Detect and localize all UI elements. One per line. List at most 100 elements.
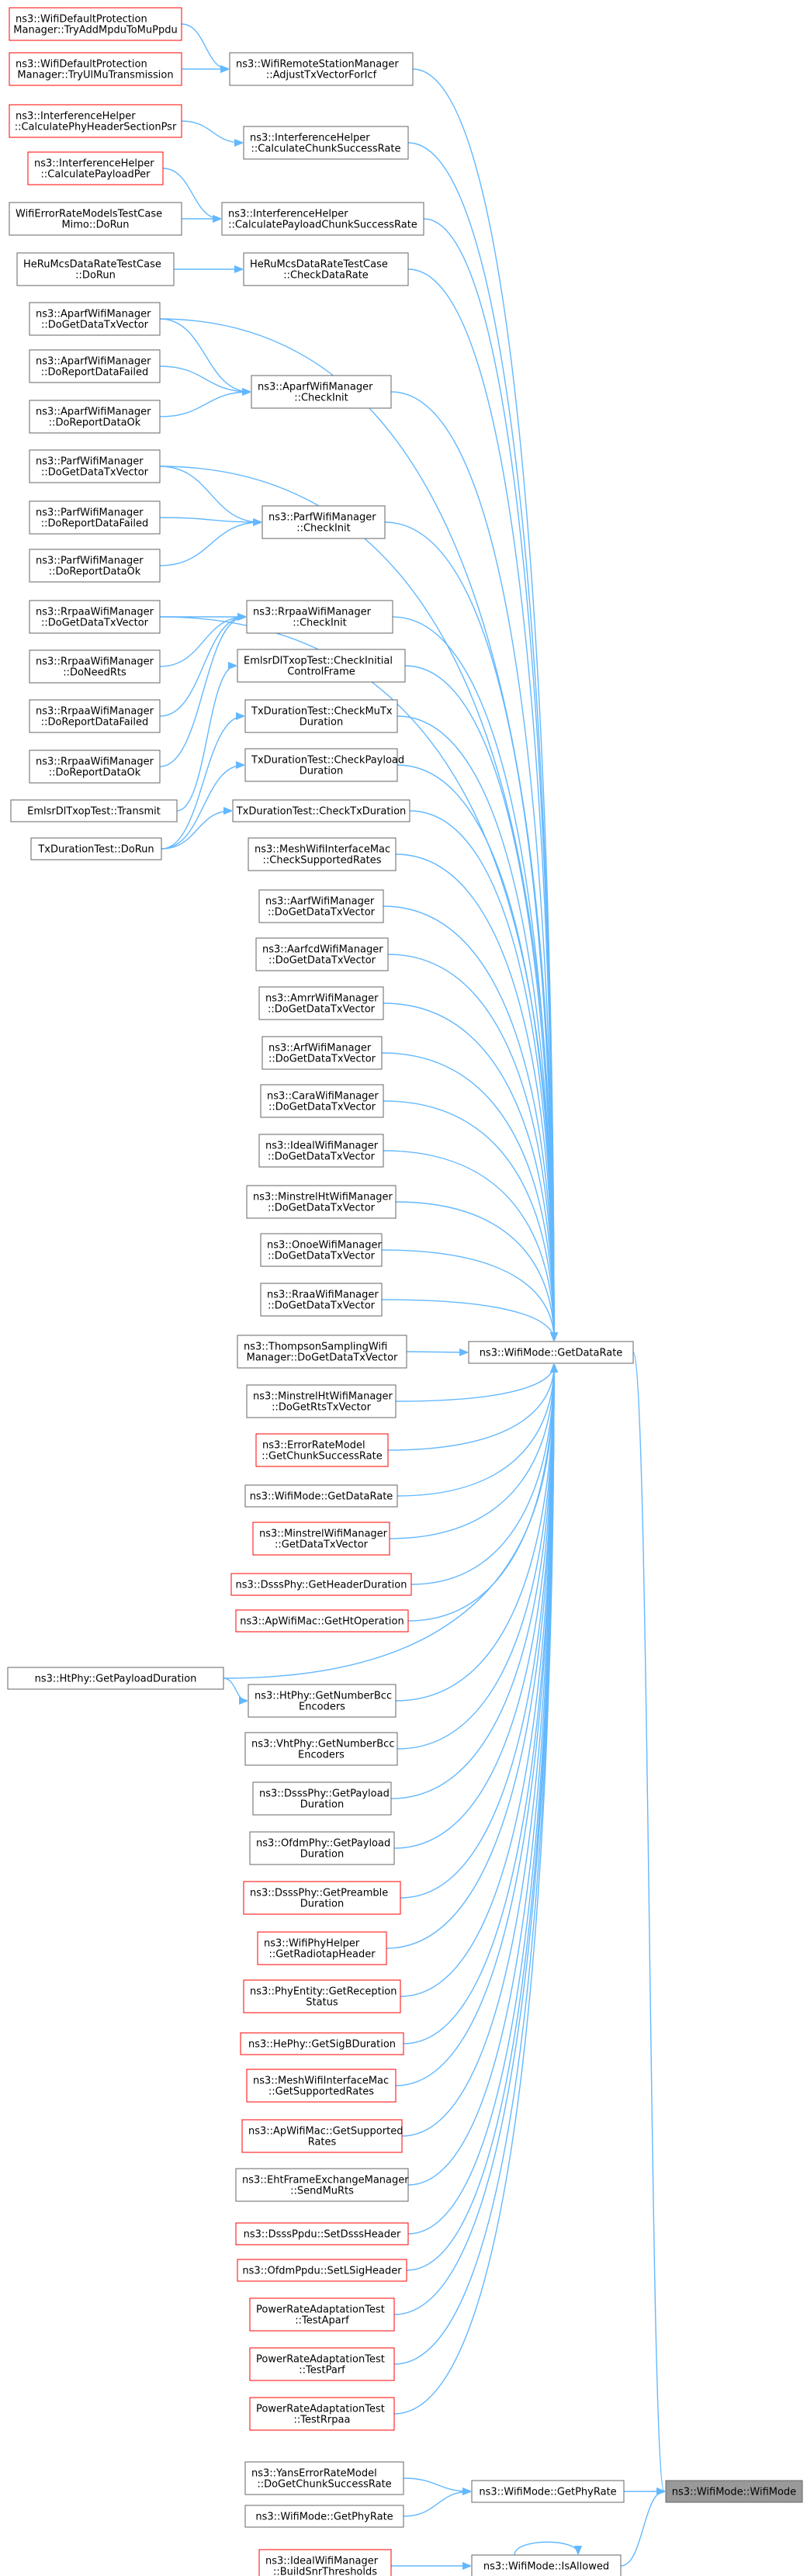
node-remote_adjust[interactable]: ns3::WifiRemoteStationManager::AdjustTxV… [229,52,414,86]
node-parf_drf[interactable]: ns3::ParfWifiManager::DoReportDataFailed [29,500,161,535]
edge-aparf_dro-to-aparf_init [159,392,250,417]
node-mesh_csr[interactable]: ns3::MeshWifiInterfaceMac::CheckSupporte… [248,837,397,871]
node-getphyrate[interactable]: ns3::WifiMode::GetPhyRate [471,2480,625,2503]
node-parf_dgd[interactable]: ns3::ParfWifiManager::DoGetDataTxVector [29,449,161,483]
node-minstrel[interactable]: ns3::MinstrelWifiManager::GetDataTxVecto… [252,1522,390,1556]
node-label: ::DoReportDataFailed [41,717,149,729]
node-ofdm_set[interactable]: ns3::OfdmPpdu::SetLSigHeader [237,2259,407,2282]
node-arf[interactable]: ns3::ArfWifiManager::DoGetDataTxVector [261,1036,383,1070]
node-thompson[interactable]: ns3::ThompsonSamplingWifiManager::DoGetD… [237,1335,407,1369]
node-aarf[interactable]: ns3::AarfWifiManager::DoGetDataTxVector [258,889,384,923]
node-parf_dro[interactable]: ns3::ParfWifiManager::DoReportDataOk [29,549,161,583]
node-defprot_mpdu[interactable]: ns3::WifiDefaultProtectionManager::TryAd… [9,7,182,41]
node-ih_chunk[interactable]: ns3::InterferenceHelper::CalculateChunkS… [243,126,409,160]
node-label: ns3::ParfWifiManager [36,507,144,519]
node-ap_htop[interactable]: ns3::ApWifiMac::GetHtOperation [235,1609,409,1633]
node-box [261,1036,383,1070]
node-label: ns3::RrpaaWifiManager [36,607,154,618]
node-emlsr_cic[interactable]: EmlsrDlTxopTest::CheckInitialControlFram… [237,649,406,683]
node-dsss_set[interactable]: ns3::DsssPpdu::SetDsssHeader [235,2222,409,2245]
node-label: ::CheckInit [296,523,351,535]
node-pra_rrpaa[interactable]: PowerRateAdaptationTest::TestRrpaa [249,2397,395,2431]
node-box [29,549,161,583]
node-label: ::GetDataTxVector [275,1539,369,1551]
node-ofdm_payload[interactable]: ns3::OfdmPhy::GetPayloadDuration [249,1831,395,1865]
node-emlsr_transmit[interactable]: EmlsrDlTxopTest::Transmit [10,799,178,822]
node-minstrelht[interactable]: ns3::MinstrelHtWifiManager::DoGetDataTxV… [246,1185,397,1219]
node-ideal_build[interactable]: ns3::IdealWifiManager::BuildSnrThreshold… [258,2549,392,2576]
node-amrr[interactable]: ns3::AmrrWifiManager::DoGetDataTxVector [258,986,384,1020]
node-minstrelht_rts[interactable]: ns3::MinstrelHtWifiManager::DoGetRtsTxVe… [246,1384,397,1418]
node-label: ::TestAparf [295,2315,349,2327]
node-ih_payloadper[interactable]: ns3::InterferenceHelper::CalculatePayloa… [27,151,164,185]
node-getdatarate[interactable]: ns3::WifiMode::GetDataRate [468,1341,634,1364]
edge-txdur_run-to-txdur_payload [161,765,244,850]
node-rraa[interactable]: ns3::RraaWifiManager::DoGetDataTxVector [260,1283,383,1317]
edge-minstrelht_rts-to-getdatarate [395,1365,554,1402]
node-box [235,2168,409,2202]
node-ih_phyhdr[interactable]: ns3::InterferenceHelper::CalculatePhyHea… [9,104,182,138]
node-herumcs_run[interactable]: HeRuMcsDataRateTestCase::DoRun [16,252,175,286]
edge-txdur_run-to-txdur_mutx [161,716,244,850]
node-rrpaa_dnr[interactable]: ns3::RrpaaWifiManager::DoNeedRts [29,649,161,684]
node-ap_gsr[interactable]: ns3::ApWifiMac::GetSupportedRates [241,2119,403,2153]
edge-emlsr_transmit-to-emlsr_cic [176,666,236,812]
node-pra_aparf[interactable]: PowerRateAdaptationTest::TestAparf [249,2297,395,2332]
node-wifimode[interactable]: ns3::WifiMode::WifiMode [665,2480,803,2503]
node-parf_init[interactable]: ns3::ParfWifiManager::CheckInit [261,505,386,539]
node-aparf_init[interactable]: ns3::AparfWifiManager::CheckInit [251,375,392,409]
node-aarfcd[interactable]: ns3::AarfcdWifiManager::DoGetDataTxVecto… [255,937,389,971]
node-label: ::CalculateChunkSuccessRate [251,144,401,155]
node-radiotap[interactable]: ns3::WifiPhyHelper::GetRadiotapHeader [257,1931,387,1965]
node-box [10,799,178,822]
node-txdur_txdur[interactable]: TxDurationTest::CheckTxDuration [232,799,410,822]
node-label: Duration [300,1899,344,1910]
node-ih_payloadchunk[interactable]: ns3::InterferenceHelper::CalculatePayloa… [221,202,424,236]
node-rrpaa_dgd[interactable]: ns3::RrpaaWifiManager::DoGetDataTxVector [29,600,161,634]
node-label: ns3::ApWifiMac::GetHtOperation [240,1616,404,1628]
node-box [244,2461,404,2495]
node-label: ::CalculatePayloadPer [41,169,151,181]
node-pra_parf[interactable]: PowerRateAdaptationTest::TestParf [249,2347,395,2381]
node-cara[interactable]: ns3::CaraWifiManager::DoGetDataTxVector [260,1084,384,1118]
node-rrpaa_init[interactable]: ns3::RrpaaWifiManager::CheckInit [246,600,393,634]
node-box [237,1335,407,1369]
node-label: ns3::WifiDefaultProtection [16,59,147,71]
node-aparf_dgd[interactable]: ns3::AparfWifiManager::DoGetDataTxVector [29,302,161,336]
node-errmodel_chunk[interactable]: ns3::ErrorRateModel::GetChunkSuccessRate [255,1433,389,1467]
node-ideal[interactable]: ns3::IdealWifiManager::DoGetDataTxVector [258,1134,384,1168]
node-herumcs_check[interactable]: HeRuMcsDataRateTestCase::CheckDataRate [243,252,409,286]
node-label: ns3::AparfWifiManager [36,407,151,418]
node-dsss_hdrdur[interactable]: ns3::DsssPhy::GetHeaderDuration [230,1573,412,1596]
node-isallowed[interactable]: ns3::WifiMode::IsAllowed [471,2554,622,2576]
node-mesh_gsr[interactable]: ns3::MeshWifiInterfaceMac::GetSupportedR… [246,2069,397,2103]
node-htphy_payload[interactable]: ns3::HtPhy::GetPayloadDuration [7,1667,224,1690]
node-label: ns3::DsssPpdu::SetDsssHeader [244,2229,401,2241]
node-box [261,505,386,539]
node-aparf_dro[interactable]: ns3::AparfWifiManager::DoReportDataOk [29,400,161,434]
node-wm_getdatarate[interactable]: ns3::WifiMode::GetDataRate [244,1484,398,1508]
node-label: ns3::InterferenceHelper [16,111,136,123]
node-label: WifiErrorRateModelsTestCase [16,209,162,220]
node-txdur_run[interactable]: TxDurationTest::DoRun [30,837,162,860]
node-box [7,1667,224,1690]
node-label: TxDurationTest::DoRun [37,844,154,856]
node-dsss_payload[interactable]: ns3::DsssPhy::GetPayloadDuration [252,1781,392,1816]
node-rrpaa_drf[interactable]: ns3::RrpaaWifiManager::DoReportDataFaile… [29,699,161,733]
node-yans[interactable]: ns3::YansErrorRateModel::DoGetChunkSucce… [244,2461,404,2495]
node-onoe[interactable]: ns3::OnoeWifiManager::DoGetDataTxVector [260,1233,383,1267]
node-wm_getphyrate[interactable]: ns3::WifiMode::GetPhyRate [244,2505,404,2528]
node-hephy_sigb[interactable]: ns3::HePhy::GetSigBDuration [240,2032,404,2055]
node-defprot_ulmu[interactable]: ns3::WifiDefaultProtectionManager::TryUl… [9,52,182,86]
node-eht_mu_rts[interactable]: ns3::EhtFrameExchangeManager::SendMuRts [235,2168,409,2202]
node-rrpaa_dro[interactable]: ns3::RrpaaWifiManager::DoReportDataOk [29,750,161,784]
node-aparf_drf[interactable]: ns3::AparfWifiManager::DoReportDataFaile… [29,349,161,383]
node-label: ns3::WifiRemoteStationManager [236,59,399,71]
